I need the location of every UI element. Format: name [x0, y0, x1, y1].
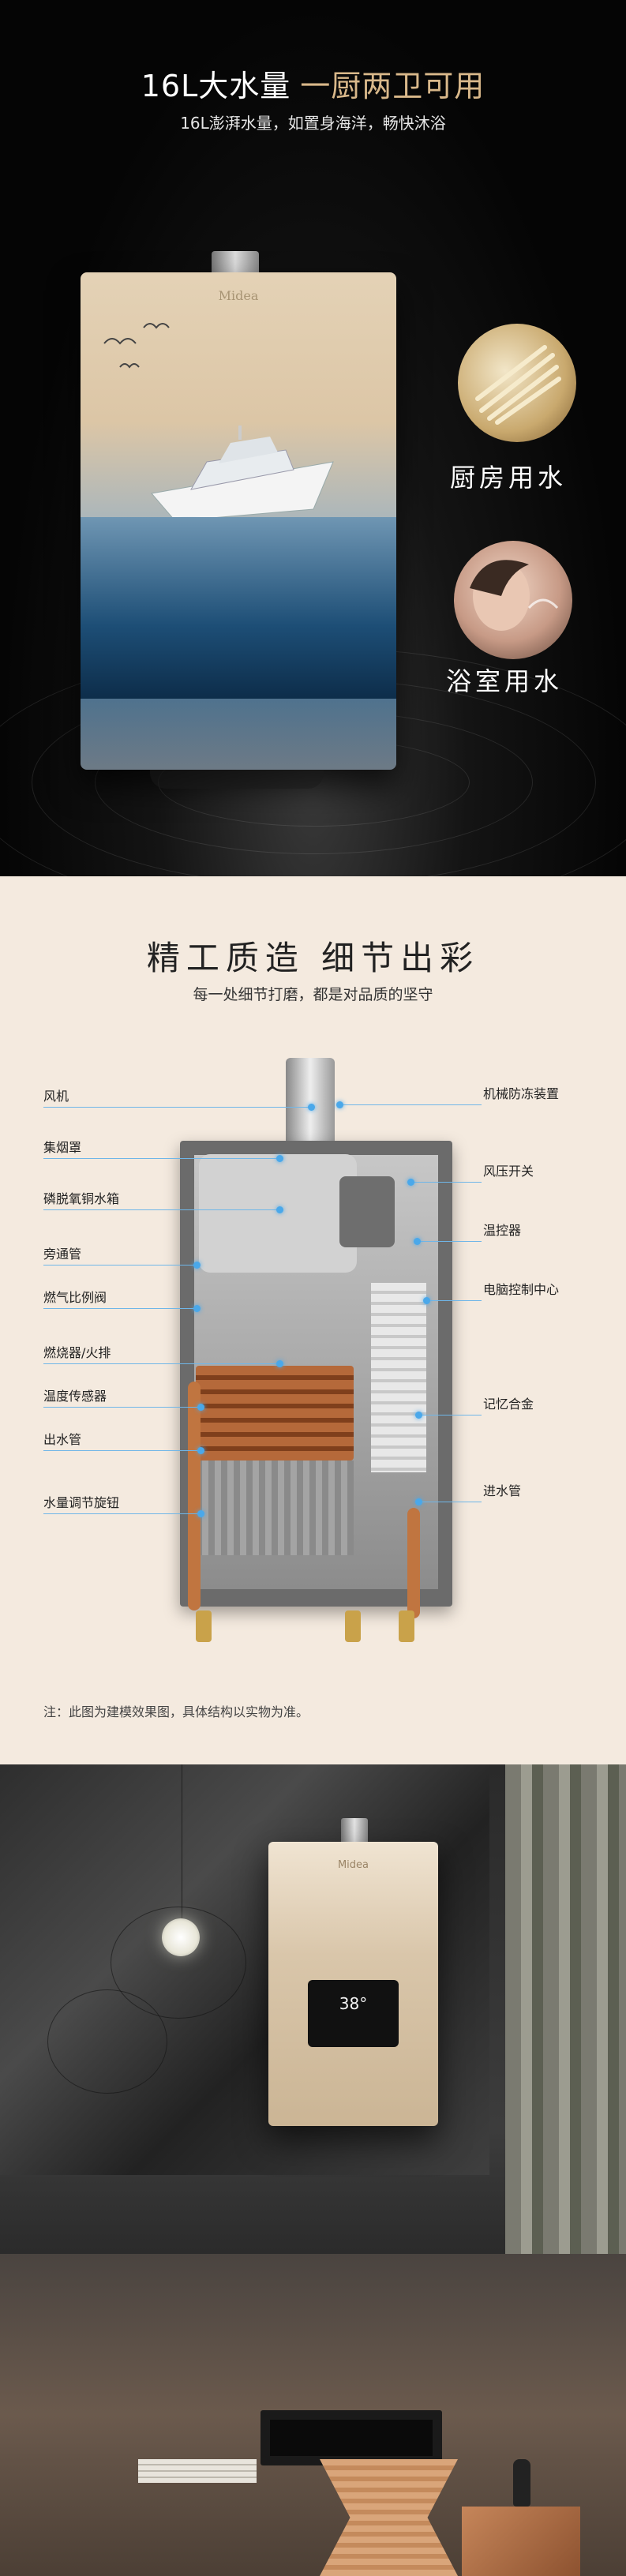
- leader-line: [43, 1308, 197, 1309]
- hero-title-highlight: 一厨两卫可用: [300, 69, 485, 103]
- woman-face-icon: [470, 560, 559, 631]
- label-temp-sensor: 温度传感器: [43, 1389, 107, 1404]
- marker-dot: [415, 1498, 422, 1505]
- marker-dot: [276, 1206, 283, 1213]
- exhaust-pipe: [341, 1818, 368, 1845]
- label-burner: 燃烧器/火排: [43, 1345, 111, 1360]
- leader-line: [43, 1513, 201, 1514]
- cabinet-opening: [270, 2420, 433, 2456]
- marker-dot: [193, 1305, 201, 1312]
- bathroom-label: 浴室用水: [446, 666, 564, 696]
- marker-dot: [276, 1155, 283, 1162]
- sea-background: [81, 517, 396, 699]
- window-view: [505, 1764, 626, 2254]
- marker-dot: [193, 1262, 201, 1269]
- kitchen-label: 厨房用水: [450, 463, 568, 493]
- water-heater-image: Midea: [81, 272, 396, 770]
- outlet-fitting: [196, 1610, 212, 1642]
- wire-pendant: [47, 1989, 167, 2094]
- inlet-fitting: [399, 1610, 414, 1642]
- hero-section: 16L大水量一厨两卫可用 16L澎湃水量，如置身海洋，畅快沐浴 Midea: [0, 0, 626, 876]
- leader-line: [417, 1241, 482, 1242]
- heater-shadow: [150, 770, 324, 789]
- fan-valve: [339, 1176, 395, 1247]
- burner-row: [196, 1460, 354, 1555]
- label-copper-tank: 磷脱氧铜水箱: [43, 1191, 120, 1206]
- yacht-illustration: [144, 426, 341, 533]
- brand-logo: Midea: [218, 288, 259, 303]
- tv-cabinet: [261, 2410, 442, 2465]
- leader-line: [43, 1407, 201, 1408]
- vase: [513, 2459, 530, 2507]
- book-stack: [138, 2459, 257, 2483]
- marker-dot: [197, 1447, 204, 1454]
- label-bypass: 旁通管: [43, 1247, 82, 1262]
- marker-dot: [197, 1510, 204, 1517]
- leader-line: [43, 1450, 201, 1451]
- label-pressure-switch: 风压开关: [483, 1164, 534, 1179]
- smoke-hood: [199, 1154, 357, 1273]
- gas-fitting: [345, 1610, 361, 1642]
- label-thermostat: 温控器: [483, 1223, 522, 1238]
- copper-tank: [196, 1366, 354, 1460]
- bypass-pipe: [188, 1382, 201, 1610]
- leader-line: [43, 1107, 312, 1108]
- label-fan: 风机: [43, 1089, 69, 1104]
- control-panel: 38°: [308, 1980, 399, 2047]
- inlet-pipe: [407, 1508, 420, 1618]
- label-control-center: 电脑控制中心: [483, 1282, 560, 1297]
- detail-title: 精工质造 细节出彩: [146, 939, 480, 977]
- marker-dot: [308, 1104, 315, 1111]
- marker-dot: [423, 1297, 430, 1304]
- leader-line: [43, 1363, 280, 1364]
- marker-dot: [414, 1238, 421, 1245]
- bathroom-photo: [454, 541, 572, 659]
- leader-line: [410, 1182, 482, 1183]
- hero-title: 16L大水量一厨两卫可用: [0, 62, 626, 105]
- marker-dot: [407, 1179, 414, 1186]
- water-heater-front: Midea 38°: [268, 1842, 438, 2126]
- leader-line: [43, 1265, 197, 1266]
- brand-logo: Midea: [337, 1859, 369, 1871]
- leader-line: [43, 1158, 280, 1159]
- wire-pendant: [111, 1907, 246, 2019]
- label-flow-knob: 水量调节旋钮: [43, 1495, 120, 1510]
- detail-section: 精工质造 细节出彩 每一处细节打磨，都是对品质的坚守 风机 集烟罩 磷脱氧铜水箱…: [0, 876, 626, 1764]
- hero-title-main: 16L大水量: [141, 69, 291, 103]
- leader-line: [43, 1209, 280, 1210]
- kitchen-photo: [458, 324, 576, 442]
- wooden-box: [462, 2507, 580, 2576]
- label-smoke-hood: 集烟罩: [43, 1140, 82, 1155]
- noodles-icon: [475, 345, 561, 425]
- marker-dot: [197, 1404, 204, 1411]
- marker-dot: [415, 1412, 422, 1419]
- marker-dot: [276, 1360, 283, 1367]
- seagulls-icon: [103, 323, 170, 369]
- label-memory-alloy: 记忆合金: [483, 1397, 534, 1412]
- label-gas-valve: 燃气比例阀: [43, 1290, 107, 1305]
- detail-subtitle: 每一处细节打磨，都是对品质的坚守: [193, 986, 433, 1003]
- control-board: [371, 1283, 426, 1472]
- scene-section: Midea 38°: [0, 1764, 626, 2576]
- marker-dot: [336, 1101, 343, 1108]
- label-antifreeze: 机械防冻装置: [483, 1086, 560, 1101]
- leader-line: [426, 1300, 482, 1301]
- temperature-display: 38°: [339, 1994, 368, 2013]
- leader-line: [339, 1104, 482, 1105]
- label-inlet: 进水管: [483, 1483, 522, 1498]
- disclaimer-note: 注：此图为建模效果图，具体结构以实物为准。: [43, 1704, 309, 1719]
- hero-subtitle: 16L澎湃水量，如置身海洋，畅快沐浴: [180, 114, 446, 133]
- label-outlet: 出水管: [43, 1432, 82, 1447]
